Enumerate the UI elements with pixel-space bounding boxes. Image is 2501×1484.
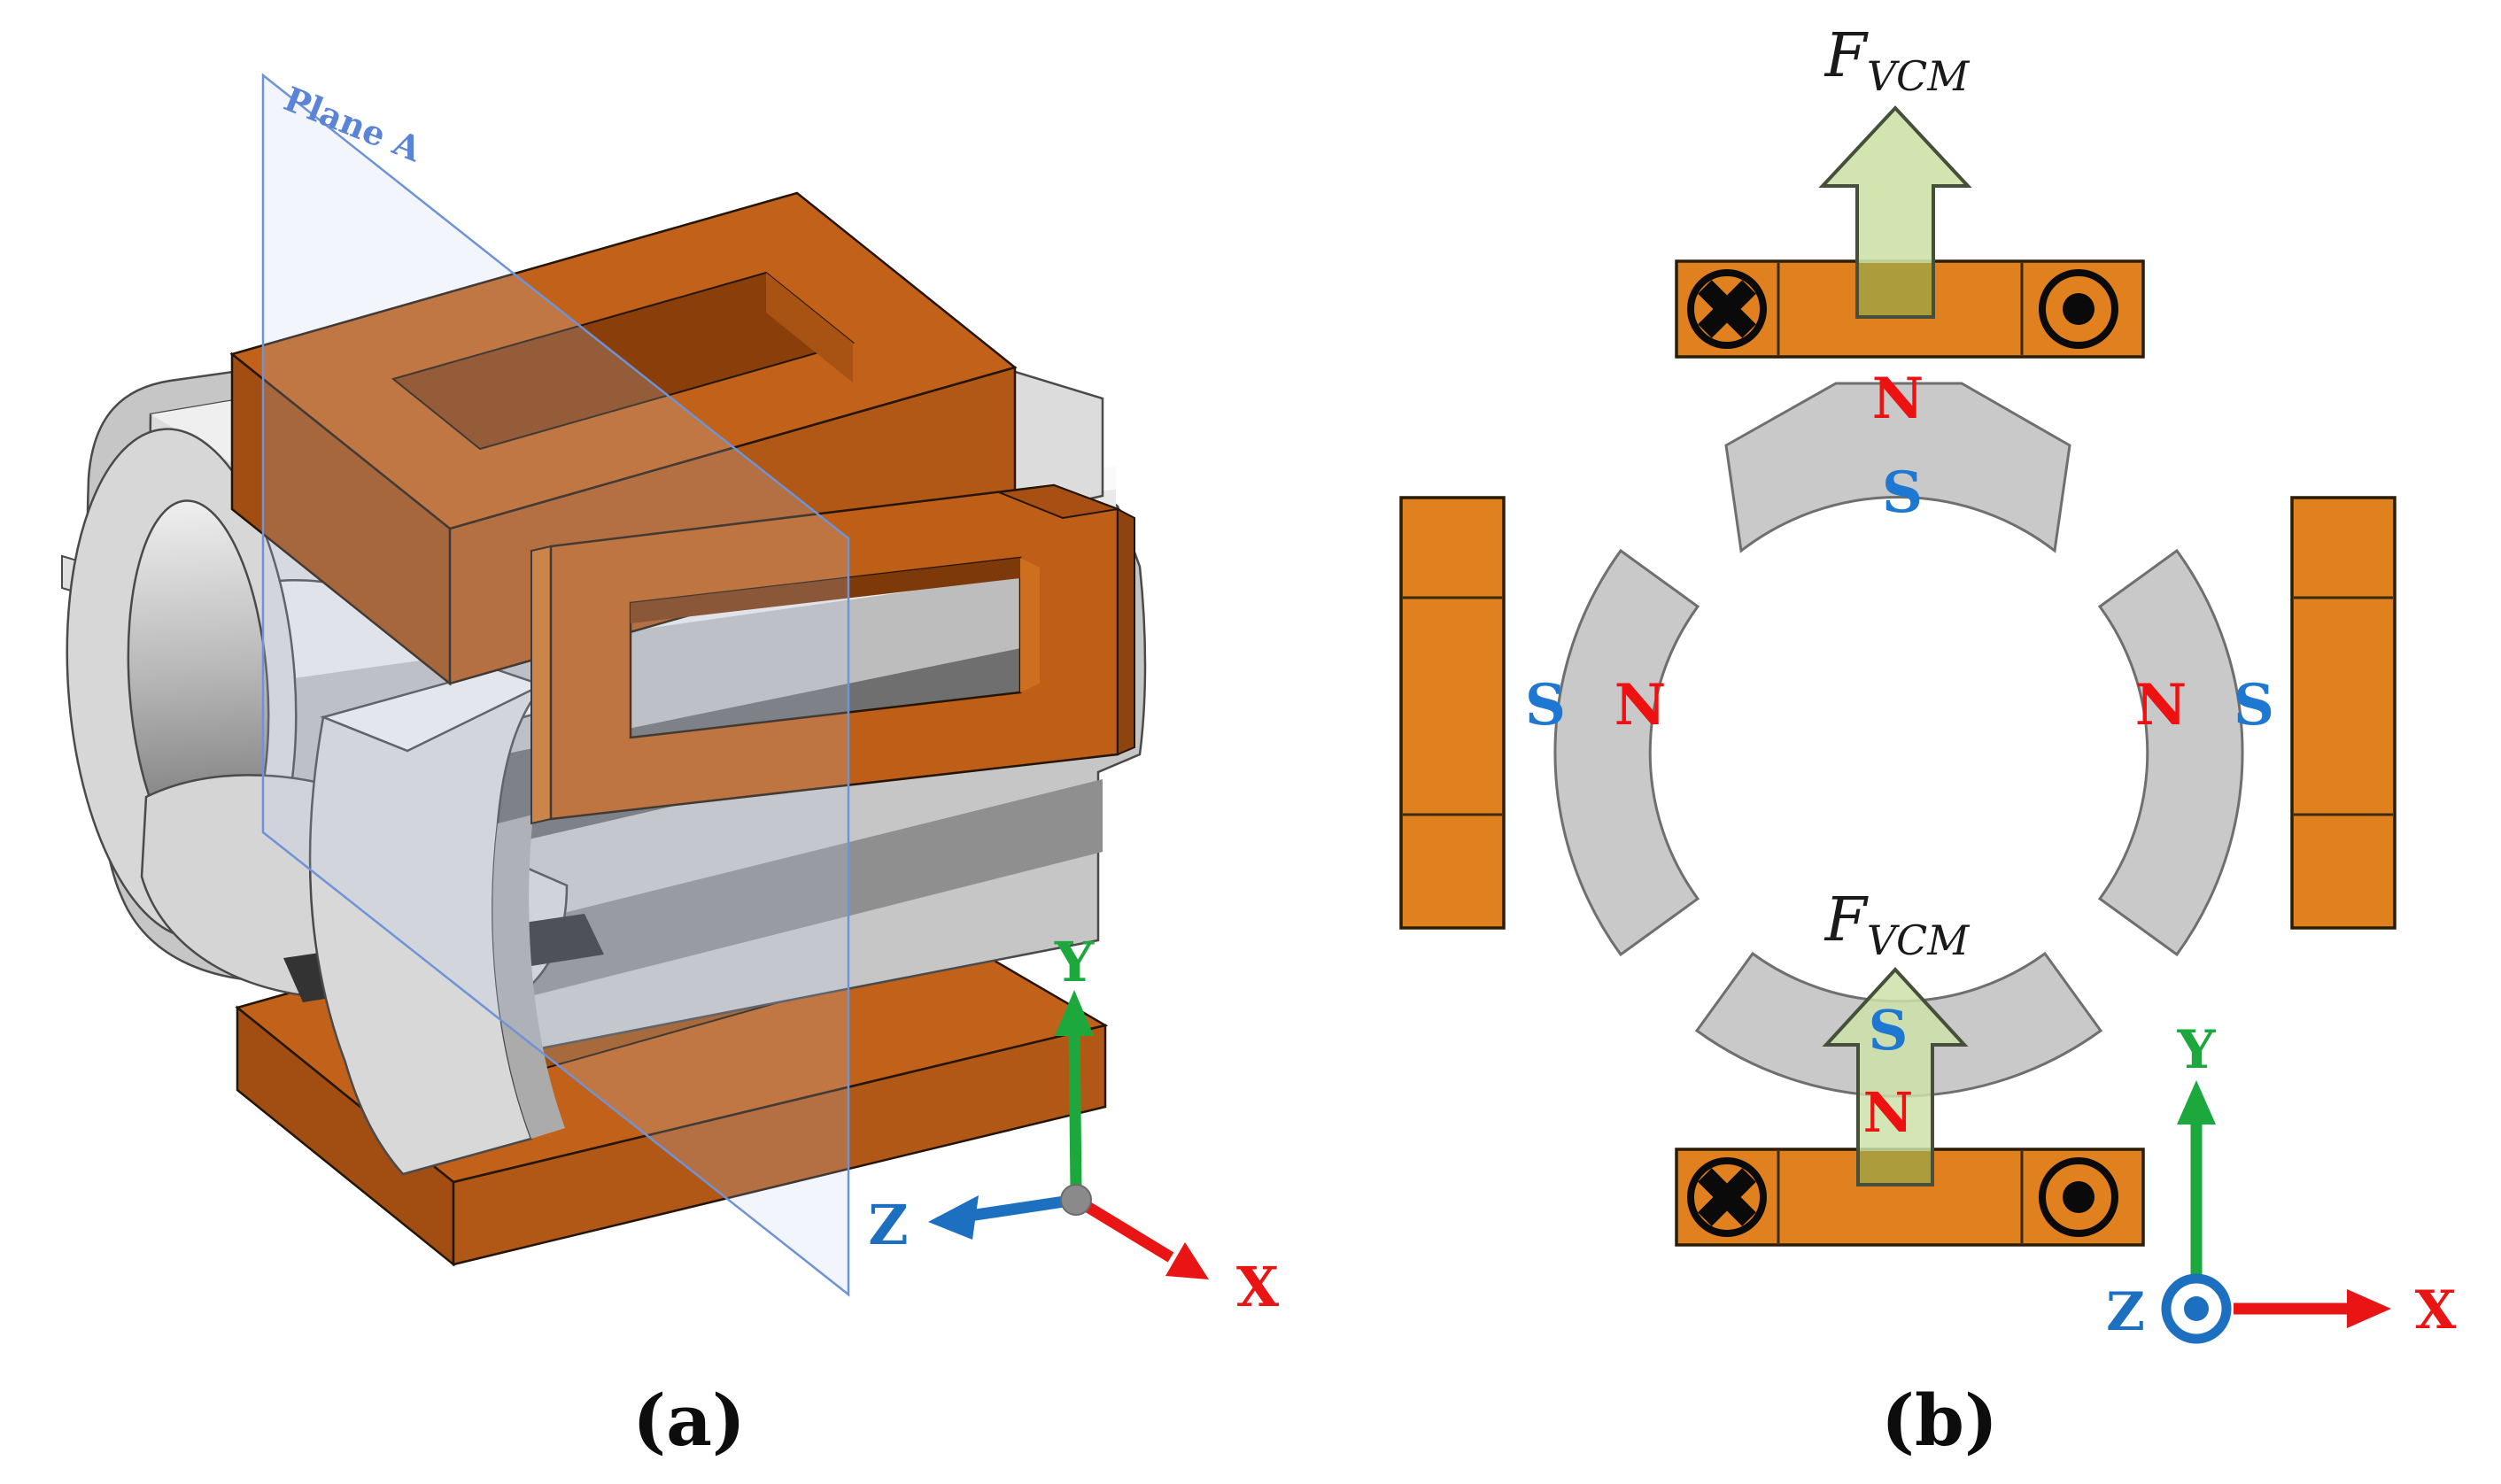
axis-triad-b: Y Z X <box>2106 1019 2457 1344</box>
current-into-page-icon <box>1687 269 1767 349</box>
origin-dot <box>1060 1184 1092 1216</box>
front-arc-magnet-shade <box>492 815 565 1139</box>
panel-a-3d-model: Y Z X Plane A (a) <box>61 73 1280 1462</box>
force-arrow-outline <box>1822 967 1969 1186</box>
current-out-of-page-icon <box>2039 269 2118 349</box>
current-into-page-icon <box>1687 1157 1767 1237</box>
x-axis-label: X <box>1236 1255 1280 1319</box>
cylinder-lower-band <box>496 779 1103 1005</box>
z-out-of-page-icon <box>2161 1273 2232 1344</box>
right-coil-bar <box>2290 496 2396 930</box>
top-arc-magnet: N S <box>1724 366 2071 553</box>
pole-label-s: S <box>2234 672 2274 738</box>
right-coil-side-face <box>1117 507 1135 756</box>
force-arrow-top: FVCM <box>1818 21 1972 319</box>
z-axis-label: Z <box>2106 1281 2145 1343</box>
right-arc-magnet: N S <box>2097 548 2274 957</box>
y-axis-label: Y <box>2177 1019 2217 1081</box>
section-plane-a: Plane A <box>261 73 850 1297</box>
left-coil-rect <box>1399 496 1506 930</box>
current-out-of-page-icon <box>2039 1157 2118 1237</box>
x-axis-line <box>1072 1194 1174 1263</box>
caption-b: (b) <box>1881 1379 1998 1462</box>
pole-label-n: N <box>1872 366 1924 432</box>
right-magnet-shape <box>2097 548 2244 957</box>
x-axis-label: X <box>2415 1279 2457 1341</box>
front-arc-magnet-3d <box>308 682 546 1176</box>
z-axis-arrowhead <box>928 1195 979 1240</box>
z-axis-line <box>969 1194 1077 1222</box>
force-arrow-fill <box>1826 970 1964 1185</box>
bottom-coil-front-right-face <box>452 1024 1107 1266</box>
force-arrow-overlap <box>1857 263 1933 317</box>
z-axis-label: Z <box>868 1193 908 1257</box>
pole-label-s: S <box>1882 460 1923 526</box>
axis-triad-a: Y Z X <box>868 930 1280 1319</box>
x-axis-arrowhead <box>2347 1289 2391 1328</box>
force-arrow-outline <box>1818 105 1972 319</box>
right-coil-rect <box>2290 496 2396 930</box>
pole-label-s: S <box>1869 998 1909 1063</box>
top-coil-hole-wall <box>766 273 853 383</box>
right-coil-hole-right-wall <box>1020 558 1040 692</box>
plane-a-surface <box>261 73 850 1297</box>
top-magnet-shape <box>1724 382 2071 553</box>
y-axis-arrowhead <box>2177 1080 2216 1125</box>
pole-label-s: S <box>1525 672 1566 738</box>
x-axis-arrowhead <box>1165 1242 1209 1279</box>
pole-label-n: N <box>2135 672 2187 738</box>
right-coil-3d <box>530 483 1135 825</box>
left-coil-bar <box>1399 496 1506 930</box>
pole-label-n: N <box>1614 672 1667 738</box>
force-label-top: FVCM <box>1823 21 1971 100</box>
left-arc-magnet: S N <box>1525 548 1700 957</box>
y-axis-arrowhead <box>1055 990 1094 1036</box>
left-magnet-shape <box>1553 548 1700 957</box>
caption-a: (a) <box>632 1379 746 1462</box>
y-axis-label: Y <box>1054 930 1095 994</box>
panel-b-cross-section: N S S N N S FVCM FVCM <box>1399 21 2457 1462</box>
y-axis-line <box>1068 1026 1082 1192</box>
force-arrow-overlap <box>1858 1151 1932 1185</box>
right-coil-hole-top-wall <box>631 558 1020 623</box>
force-label-bottom: FVCM <box>1823 885 1971 964</box>
pole-label-n: N <box>1863 1080 1914 1145</box>
force-arrow-bottom: FVCM S N <box>1822 885 1971 1186</box>
